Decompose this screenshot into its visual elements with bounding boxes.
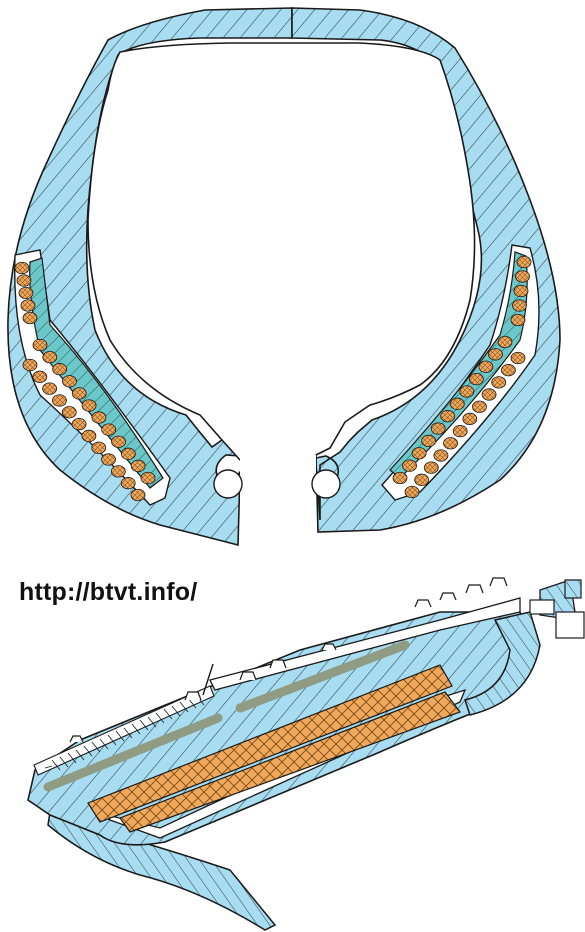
source-url: http://btvt.info/ xyxy=(19,578,198,606)
rod-right xyxy=(235,640,410,713)
ceramic-ball xyxy=(52,363,68,376)
ceramic-ball xyxy=(22,358,38,372)
ceramic-ball xyxy=(481,388,497,401)
right-notch xyxy=(311,469,341,499)
ceramic-ball xyxy=(52,394,67,407)
ceramic-ball xyxy=(16,274,32,287)
ceramic-ball xyxy=(488,348,503,361)
ceramic-ball xyxy=(32,370,48,383)
ceramic-ball xyxy=(32,338,48,352)
ceramic-ball xyxy=(120,477,136,490)
ceramic-ball xyxy=(452,424,468,438)
ceramic-ball xyxy=(14,261,30,275)
ceramic-ball xyxy=(81,429,97,443)
ceramic-ball xyxy=(402,459,417,472)
ceramic-ball xyxy=(414,473,430,486)
ceramic-ball xyxy=(22,311,38,325)
ceramic-ball xyxy=(404,485,420,499)
ceramic-ball xyxy=(20,299,36,312)
ceramic-ball xyxy=(421,434,437,448)
ceramic-ball xyxy=(71,417,87,431)
ceramic-ball xyxy=(497,335,513,349)
plate-end-piece xyxy=(464,611,541,716)
ceramic-ball xyxy=(440,410,456,423)
lower-flap xyxy=(47,810,277,931)
ceramic-ball xyxy=(459,385,475,398)
top-bumps xyxy=(69,577,508,743)
ceramic-layer-upper xyxy=(87,664,453,823)
ceramic-ball xyxy=(140,471,156,485)
rod-left xyxy=(43,713,223,792)
ceramic-ball xyxy=(430,422,446,435)
ceramic-ball xyxy=(91,441,107,454)
ceramic-ball xyxy=(392,471,408,485)
ceramic-ball xyxy=(472,400,487,413)
ceramic-ball xyxy=(411,447,427,460)
ceramic-ball xyxy=(61,406,77,419)
ceramic-layer-lower xyxy=(119,691,461,833)
ceramic-ball xyxy=(515,270,530,283)
ceramic-ball xyxy=(130,459,146,473)
ceramic-ball xyxy=(516,255,532,269)
ceramic-ball xyxy=(81,399,97,412)
ring-gap xyxy=(240,455,316,550)
top-right-bracket xyxy=(529,579,585,639)
left-armor-insert xyxy=(14,249,171,506)
ceramic-ball xyxy=(101,453,116,466)
left-notch xyxy=(213,469,243,499)
ceramic-ball xyxy=(443,437,458,450)
right-armor-insert xyxy=(381,244,540,501)
ceramic-ball xyxy=(500,364,516,377)
ceramic-ball xyxy=(513,284,529,298)
ceramic-ball xyxy=(120,447,136,460)
ceramic-ball xyxy=(18,286,34,300)
ring-cross-section xyxy=(7,7,561,550)
ceramic-ball xyxy=(111,435,126,448)
ceramic-ball xyxy=(468,372,484,386)
ceramic-ball xyxy=(62,375,77,388)
plate-cross-section xyxy=(27,577,585,931)
ceramic-ball xyxy=(42,350,58,364)
ceramic-ball xyxy=(462,412,478,426)
ceramic-ball xyxy=(478,360,494,373)
ceramic-ball xyxy=(130,488,146,502)
ceramic-ball xyxy=(101,423,117,436)
ceramic-ball xyxy=(510,313,526,327)
ring-inner-void xyxy=(87,42,476,546)
ceramic-ball xyxy=(71,387,87,400)
ceramic-ball xyxy=(91,411,107,424)
plate-top-mesh xyxy=(33,685,215,776)
ceramic-ball xyxy=(42,382,58,395)
ceramic-ball xyxy=(491,376,507,389)
ceramic-ball xyxy=(510,351,526,365)
ceramic-ball xyxy=(449,397,465,410)
ceramic-ball xyxy=(423,461,439,474)
ceramic-ball xyxy=(512,299,527,312)
ceramic-ball xyxy=(433,449,449,462)
antenna-rod xyxy=(202,663,214,696)
ceramic-ball xyxy=(110,465,126,478)
mesh-lattice xyxy=(44,694,205,771)
plate-top-strip xyxy=(209,597,521,691)
